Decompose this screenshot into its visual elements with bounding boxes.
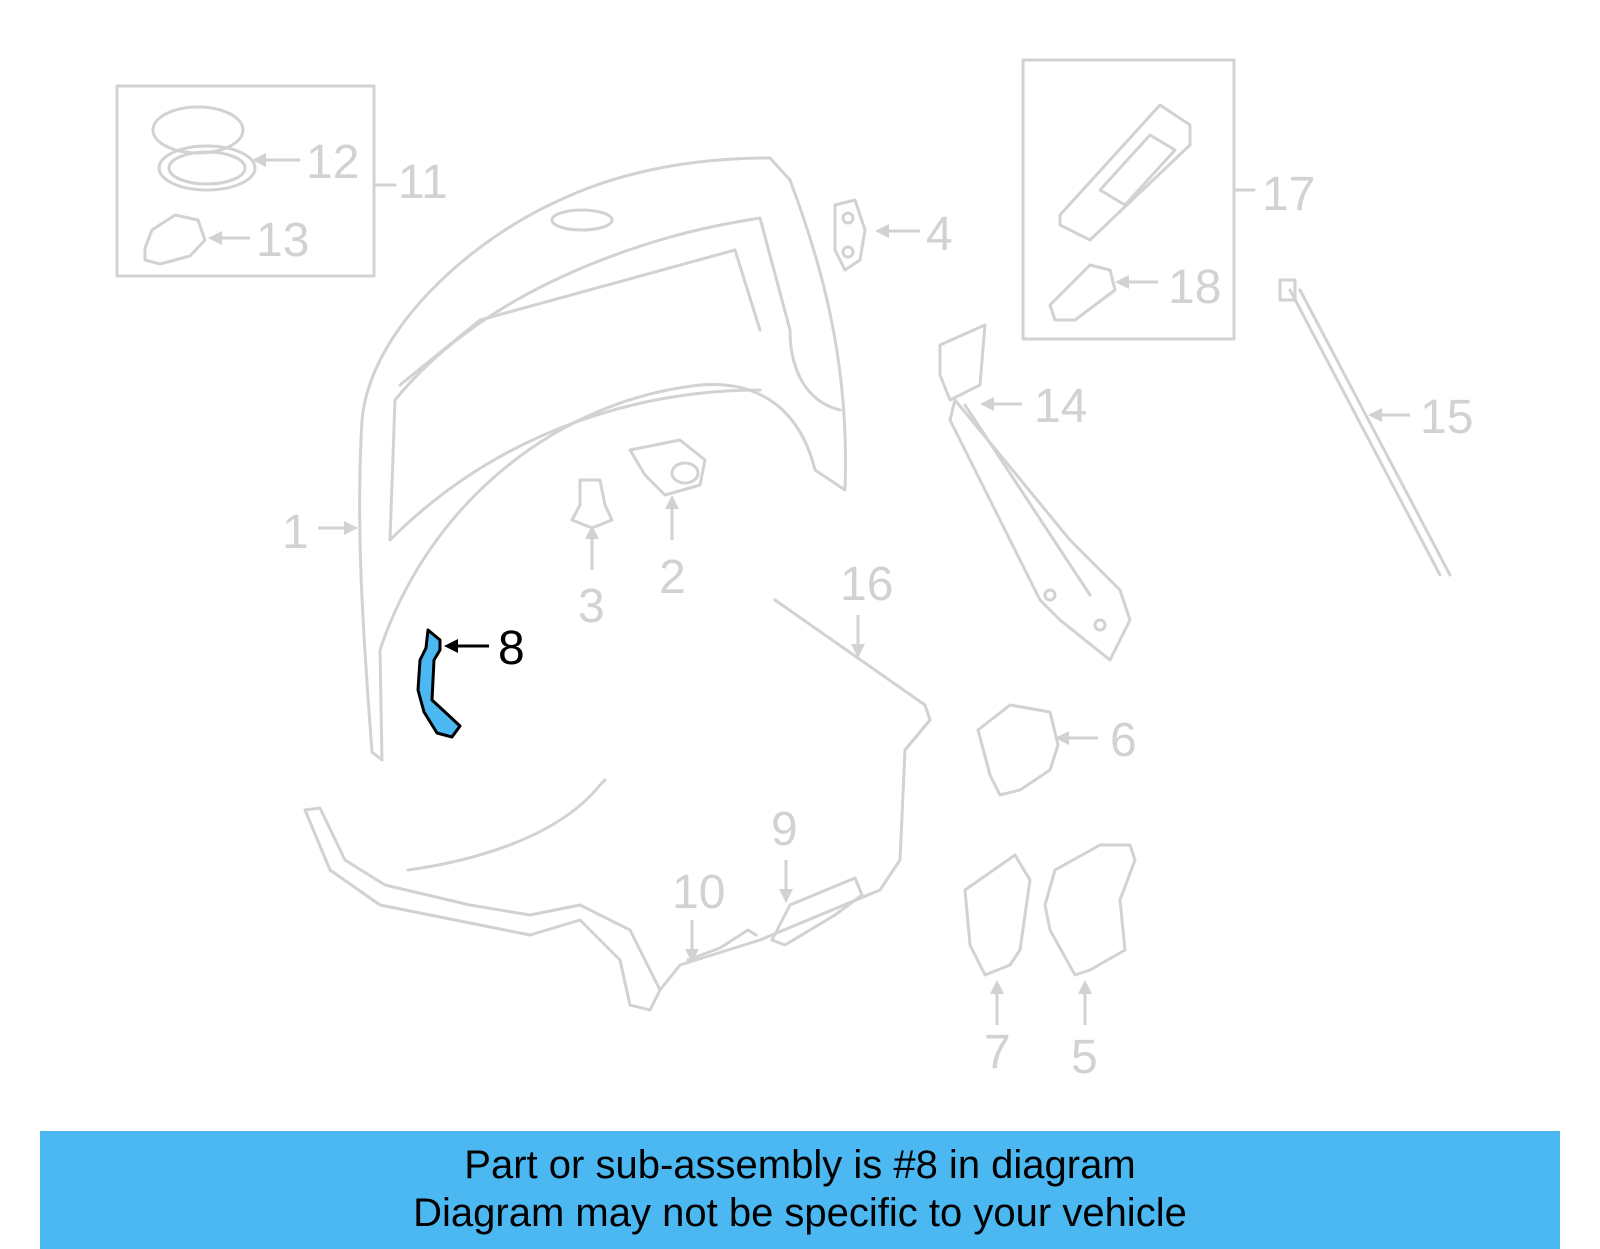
callout-12: 12 — [306, 136, 359, 189]
banner-line-2: Diagram may not be specific to your vehi… — [413, 1191, 1187, 1235]
callout-2: 2 — [659, 551, 686, 604]
part-15-strut — [1278, 278, 1452, 577]
callout-10: 10 — [672, 866, 725, 919]
part-9-latch — [770, 860, 864, 947]
part-3-clip — [570, 478, 614, 570]
part-10-cable — [685, 920, 758, 963]
callout-6: 6 — [1110, 714, 1137, 767]
callout-11: 11 — [398, 156, 448, 209]
callout-1: 1 — [282, 506, 309, 559]
callout-9: 9 — [771, 803, 798, 856]
part-6-switch — [976, 703, 1098, 797]
callout-8: 8 — [498, 622, 525, 675]
callout-4: 4 — [926, 208, 953, 261]
callout-17: 17 — [1262, 168, 1315, 221]
callout-5: 5 — [1071, 1031, 1098, 1084]
info-banner: Part or sub-assembly is #8 in diagram Di… — [40, 1131, 1560, 1249]
callout-15: 15 — [1420, 391, 1473, 444]
part-7-cover — [963, 853, 1032, 1025]
part-2-bumper — [628, 438, 707, 540]
part-5-latch — [1043, 843, 1137, 1025]
callout-13: 13 — [256, 214, 309, 267]
callout-14: 14 — [1034, 380, 1087, 433]
banner-line-1: Part or sub-assembly is #8 in diagram — [464, 1143, 1136, 1187]
part-1-lid — [318, 156, 848, 762]
callout-18: 18 — [1168, 261, 1221, 314]
part-14-hinge — [938, 323, 1132, 662]
part-group-11 — [115, 84, 397, 278]
callout-7: 7 — [984, 1026, 1011, 1079]
part-16-rod — [303, 598, 932, 1012]
part-8-highlighted — [416, 628, 489, 739]
part-group-17 — [1021, 58, 1256, 341]
callout-16: 16 — [840, 558, 893, 611]
part-4-bracket — [833, 198, 920, 272]
callout-3: 3 — [578, 580, 605, 633]
